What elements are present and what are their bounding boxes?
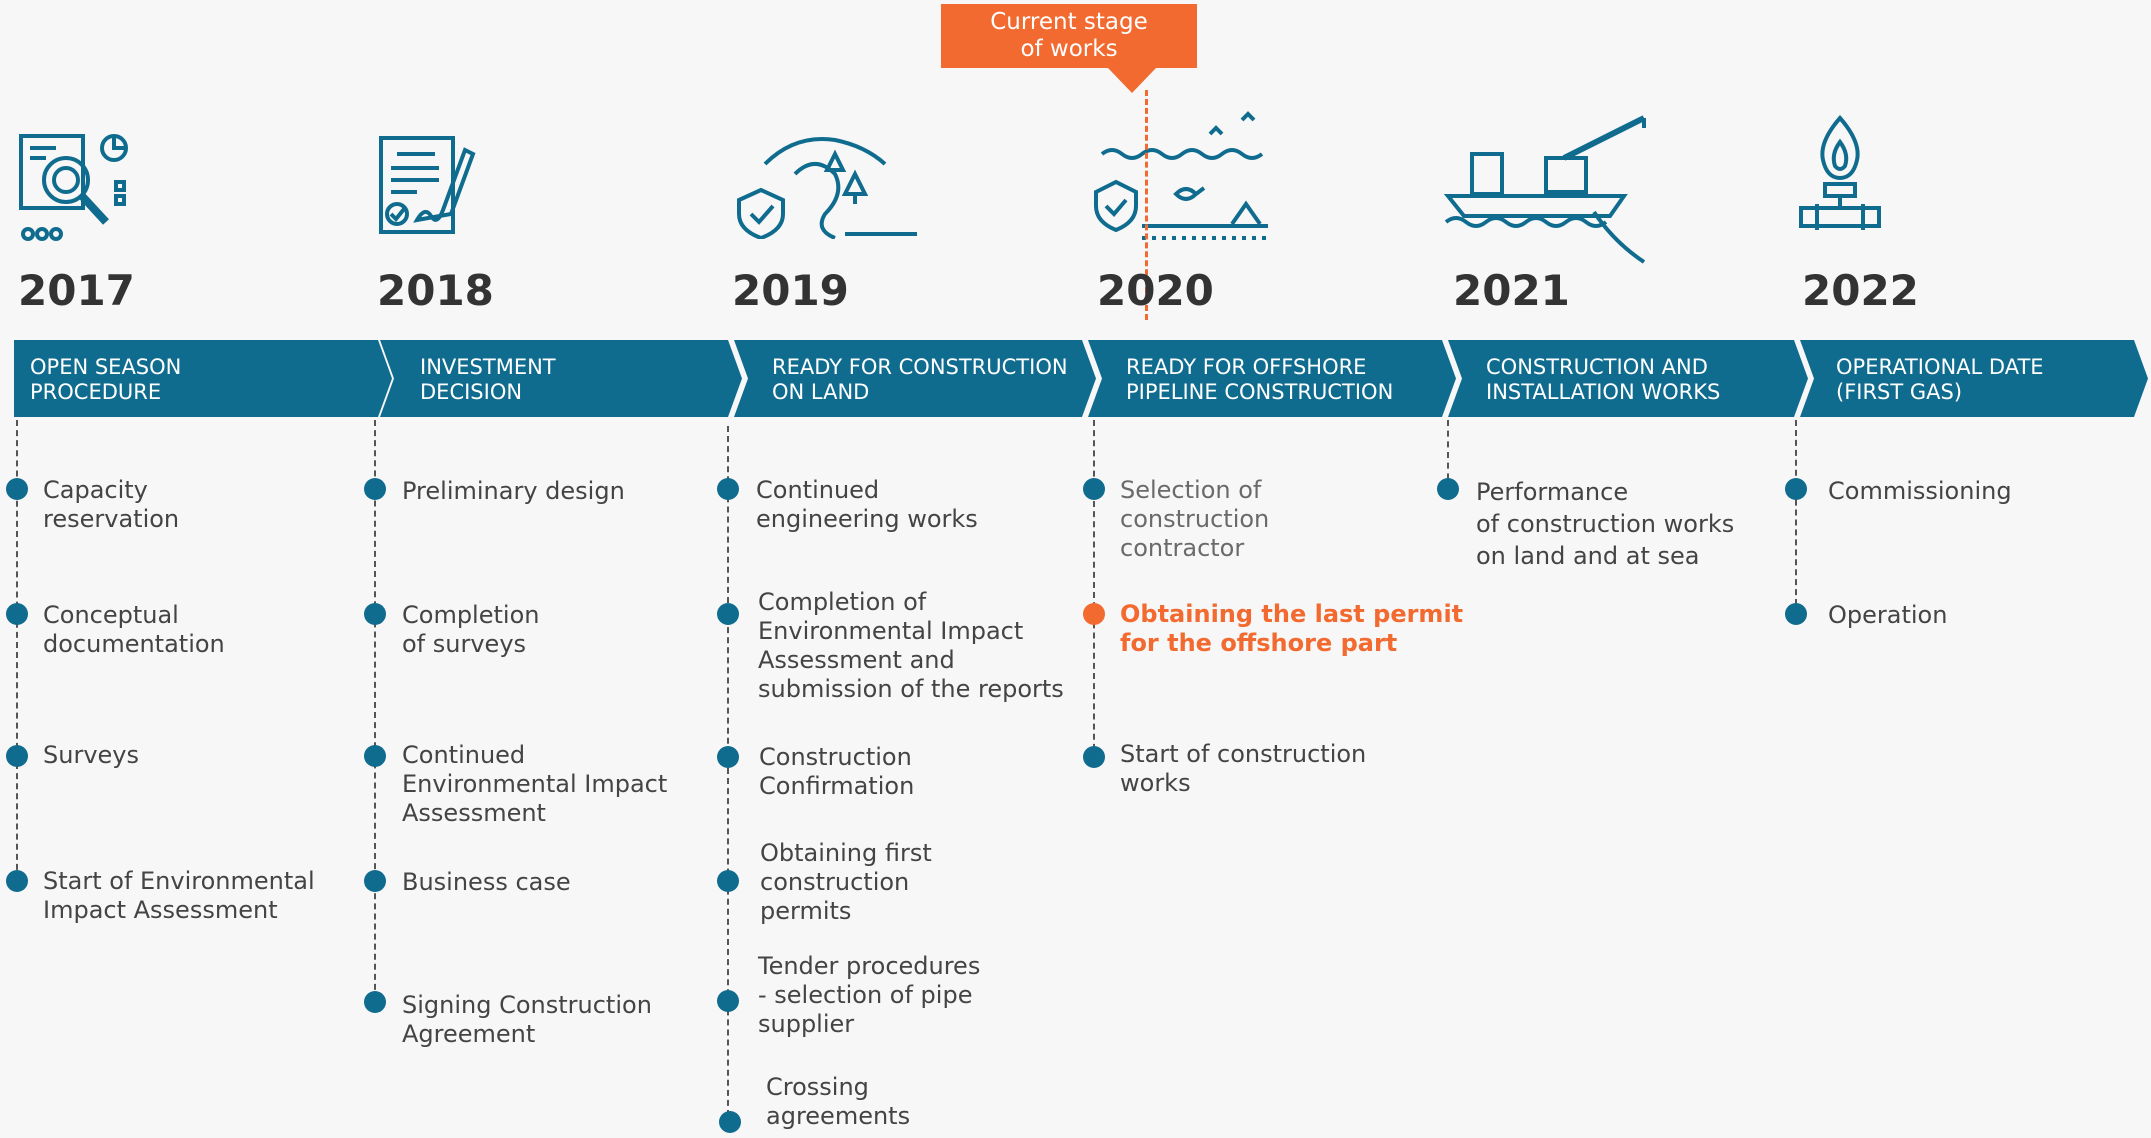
gas-flame-pipe-icon — [1799, 114, 1881, 230]
document-search-icon — [19, 134, 128, 241]
timeline-connector — [1447, 420, 1449, 490]
milestone-dot — [1785, 603, 1807, 625]
milestone-dot — [364, 991, 386, 1013]
sea-environment-shield-icon — [1094, 111, 1268, 240]
milestone-dot — [717, 603, 739, 625]
milestone-dot — [1083, 478, 1105, 500]
stage-band-2020: READY FOR OFFSHORE PIPELINE CONSTRUCTION — [1088, 340, 1456, 417]
stage-label: INVESTMENT DECISION — [420, 355, 556, 404]
milestone-label: Preliminary design — [402, 477, 625, 505]
milestone-dot — [6, 603, 28, 625]
pipe-laying-vessel-icon — [1444, 115, 1646, 264]
milestone-dot — [717, 990, 739, 1012]
milestone-label-current: Obtaining the last permit for the offsho… — [1120, 600, 1464, 657]
milestone-label: Crossing agreements — [766, 1073, 911, 1130]
milestone-dot — [719, 1111, 741, 1133]
stage-band-2018: INVESTMENT DECISION — [380, 340, 742, 417]
year-2020: 2020 — [1097, 266, 1214, 315]
stage-band-2022: OPERATIONAL DATE (FIRST GAS) — [1800, 340, 2148, 417]
land-environment-shield-icon — [737, 137, 917, 239]
milestone-label: Tender procedures - selection of pipe su… — [758, 952, 981, 1038]
milestone-dot — [364, 745, 386, 767]
milestone-dot — [717, 746, 739, 768]
milestone-label: Start of Environmental Impact Assessment — [43, 867, 315, 924]
milestone-label: Start of construction works — [1120, 740, 1367, 797]
milestone-dot-current — [1083, 603, 1105, 625]
stage-label: OPERATIONAL DATE (FIRST GAS) — [1836, 355, 2044, 404]
milestone-dot — [364, 603, 386, 625]
stage-band-2021: CONSTRUCTION AND INSTALLATION WORKS — [1448, 340, 1808, 417]
stage-label: OPEN SEASON PROCEDURE — [30, 355, 182, 404]
milestone-label: Business case — [402, 868, 571, 896]
milestone-label: Construction Confirmation — [759, 743, 915, 800]
year-2019: 2019 — [732, 266, 849, 315]
milestone-dot — [1083, 746, 1105, 768]
milestone-label: Performance of construction works on lan… — [1476, 478, 1735, 570]
year-2021: 2021 — [1453, 266, 1570, 315]
milestone-label: Selection of construction contractor — [1120, 476, 1270, 562]
milestone-dot — [6, 870, 28, 892]
timeline-connector — [374, 420, 376, 1000]
milestone-label: Commissioning — [1828, 477, 2012, 505]
milestone-label: Obtaining first construction permits — [760, 839, 932, 925]
milestone-label: Continued Environmental Impact Assessmen… — [402, 741, 668, 827]
current-stage-callout: Current stage of works — [941, 4, 1197, 68]
milestone-dot — [717, 870, 739, 892]
current-stage-marker-line — [1145, 90, 1148, 320]
milestone-dot — [6, 745, 28, 767]
stage-band-2019: READY FOR CONSTRUCTION ON LAND — [734, 340, 1096, 417]
stage-label: READY FOR CONSTRUCTION ON LAND — [772, 355, 1068, 404]
milestone-label: Completion of surveys — [402, 601, 540, 658]
milestone-dot — [1437, 478, 1459, 500]
year-2018: 2018 — [377, 266, 494, 315]
milestone-label: Operation — [1828, 601, 1948, 629]
contract-signature-icon — [379, 136, 476, 234]
stage-label: READY FOR OFFSHORE PIPELINE CONSTRUCTION — [1126, 355, 1394, 404]
stage-band-2017: OPEN SEASON PROCEDURE — [14, 340, 392, 417]
timeline-connector — [727, 426, 729, 1126]
timeline-connector — [1795, 420, 1797, 615]
milestone-label: Continued engineering works — [756, 476, 978, 533]
milestone-label: Signing Construction Agreement — [402, 991, 652, 1048]
milestone-dot — [6, 478, 28, 500]
milestone-dot — [364, 478, 386, 500]
stage-label: CONSTRUCTION AND INSTALLATION WORKS — [1486, 355, 1721, 404]
timeline-connector — [16, 420, 18, 880]
year-2017: 2017 — [18, 266, 135, 315]
milestone-label: Conceptual documentation — [43, 601, 225, 658]
current-stage-pointer — [1108, 68, 1156, 93]
milestone-label: Capacity reservation — [43, 476, 180, 533]
year-2022: 2022 — [1802, 266, 1919, 315]
milestone-dot — [364, 870, 386, 892]
current-stage-label: Current stage of works — [990, 9, 1148, 62]
milestone-dot — [1785, 478, 1807, 500]
milestone-label: Surveys — [43, 741, 139, 769]
timeline-connector — [1093, 420, 1095, 760]
milestone-dot — [717, 478, 739, 500]
milestone-label: Completion of Environmental Impact Asses… — [758, 588, 1064, 703]
